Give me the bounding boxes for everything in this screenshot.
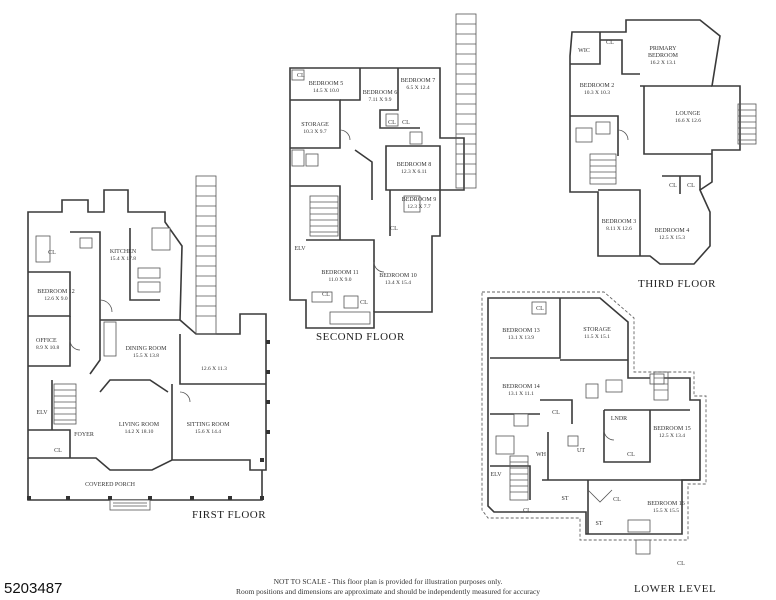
room-name: LIVING ROOM	[119, 422, 160, 428]
room-dimensions: 8.11 X 12.6	[606, 226, 632, 232]
room-name: CL	[613, 497, 621, 503]
room-name: BEDROOM 2	[580, 83, 615, 89]
room-dimensions: 15.5 X 13.8	[133, 353, 159, 359]
room-name: BEDROOM 10	[379, 273, 417, 279]
disclaimer-line-2: Room positions and dimensions are approx…	[235, 587, 541, 596]
room-name: OFFICE	[36, 338, 57, 344]
room-name: CL	[297, 73, 305, 79]
room-name: CL	[388, 120, 396, 126]
room-dimensions: 10.3 X 9.7	[303, 129, 326, 135]
room-dimensions: 12.3 X 7.7	[407, 204, 430, 210]
room-dimensions: 13.1 X 11.1	[508, 391, 534, 397]
room-dimensions: 13.4 X 15.4	[385, 280, 411, 286]
room-dimensions: 11.0 X 9.0	[328, 277, 351, 283]
room-dimensions: 15.6 X 14.4	[195, 429, 221, 435]
room-name: CL	[677, 561, 685, 567]
room-name: BEDROOM 14	[502, 384, 540, 390]
room-name: ST	[561, 496, 568, 502]
room-name: CL	[552, 410, 560, 416]
room-dimensions: 8.9 X 10.8	[36, 345, 59, 351]
room-name: BEDROOM 4	[655, 228, 690, 234]
room-name: BEDROOM 7	[401, 78, 436, 84]
room-name: BEDROOM 6	[363, 90, 398, 96]
room-name: KITCHEN	[110, 249, 137, 255]
room-name: COVERED PORCH	[85, 482, 136, 488]
room-name: CL	[48, 250, 56, 256]
room-name: ELV	[294, 246, 306, 252]
room-name: BEDROOM 5	[309, 81, 344, 87]
room-dimensions: 12.5 X 13.4	[659, 433, 685, 439]
room-name: PRIMARY	[649, 46, 677, 52]
room-dimensions: 14.5 X 10.0	[313, 88, 339, 94]
room-name: ELV	[36, 410, 48, 416]
room-name: CL	[402, 120, 410, 126]
room-name: CL	[627, 452, 635, 458]
room-name: CL	[523, 508, 531, 514]
room-name: LNDR	[611, 416, 627, 422]
room-name: ST	[595, 521, 602, 527]
room-name: BEDROOM	[648, 53, 679, 59]
room-name: CL	[322, 292, 330, 298]
room-name: CL	[536, 306, 544, 312]
room-name: CL	[360, 300, 368, 306]
room-dimensions: 11.5 X 15.1	[584, 334, 610, 340]
room-name: LOUNGE	[676, 111, 701, 117]
room-name: SITTING ROOM	[187, 422, 230, 428]
room-name: BEDROOM 11	[321, 270, 358, 276]
room-name: CL	[669, 183, 677, 189]
room-name: BEDROOM 9	[402, 197, 437, 203]
room-dimensions: 6.5 X 12.4	[406, 85, 429, 91]
room-name: BEDROOM 16	[647, 501, 685, 507]
room-name: WIC	[578, 48, 590, 54]
room-name: BEDROOM 15	[653, 426, 691, 432]
room-dimensions: 16.6 X 12.6	[675, 118, 701, 124]
room-name: CL	[54, 448, 62, 454]
room-name: DINING ROOM	[126, 346, 167, 352]
room-name: WH	[536, 452, 547, 458]
room-name: STORAGE	[301, 122, 329, 128]
room-dimensions: 10.3 X 10.3	[584, 90, 610, 96]
room-dimensions: 12.3 X 6.11	[401, 169, 427, 175]
third-floor-plan	[569, 19, 757, 265]
room-dimensions: 12.6 X 11.3	[201, 366, 227, 372]
room-dimensions: 15.4 X 17.8	[110, 256, 136, 262]
disclaimer-line-1: NOT TO SCALE - This floor plan is provid…	[273, 577, 503, 586]
room-name: ELV	[490, 472, 502, 478]
room-dimensions: 12.5 X 15.3	[659, 235, 685, 241]
room-dimensions: 15.5 X 15.5	[653, 508, 679, 514]
room-dimensions: 14.2 X 18.10	[125, 429, 154, 435]
room-dimensions: 16.2 X 13.1	[650, 60, 676, 66]
room-name: CL	[687, 183, 695, 189]
listing-id: 5203487	[4, 580, 63, 597]
room-name: BEDROOM 8	[397, 162, 432, 168]
room-name: STORAGE	[583, 327, 611, 333]
floor-title-third: THIRD FLOOR	[638, 278, 716, 290]
room-name: BEDROOM 12	[37, 289, 75, 295]
room-name: UT	[577, 448, 585, 454]
floor-title-first: FIRST FLOOR	[192, 509, 266, 521]
room-dimensions: 12.6 X 9.0	[44, 296, 67, 302]
floor-title-second: SECOND FLOOR	[316, 331, 405, 343]
lower-level-plan	[481, 291, 707, 555]
floor-title-lower: LOWER LEVEL	[634, 583, 716, 595]
room-name: CL	[606, 40, 614, 46]
room-name: BEDROOM 13	[502, 328, 540, 334]
room-dimensions: 13.1 X 13.9	[508, 335, 534, 341]
first-floor-plan	[27, 175, 270, 511]
room-name: CL	[390, 226, 398, 232]
room-name: BEDROOM 3	[602, 219, 637, 225]
second-floor-plan	[289, 13, 477, 329]
room-name: FOYER	[74, 432, 94, 438]
room-dimensions: 7.11 X 9.9	[368, 97, 391, 103]
